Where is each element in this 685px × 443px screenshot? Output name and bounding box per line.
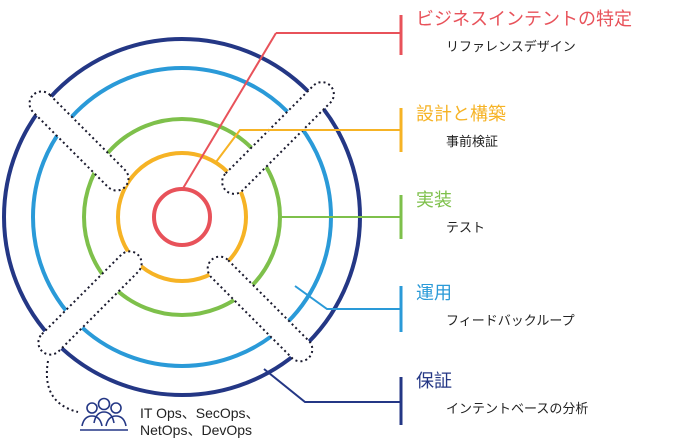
ring-design-build bbox=[116, 151, 248, 283]
dotted-bar-top-right bbox=[221, 81, 335, 195]
stage-subtitle-feedback-loop: フィードバックループ bbox=[446, 314, 575, 329]
stage-subtitle-pre-validation: 事前検証 bbox=[446, 135, 499, 150]
stage-subtitle-intent-analytics: インテントベースの分析 bbox=[446, 402, 589, 417]
dotted-connector-teams bbox=[45, 360, 79, 413]
stage-title-business-intent: ビジネスインテントの特定 bbox=[416, 9, 632, 30]
stage-title-operation: 運用 bbox=[416, 283, 452, 304]
stage-subtitle-reference-design: リファレンスデザイン bbox=[446, 40, 576, 55]
teams-label-line2: NetOps、DevOps bbox=[140, 422, 253, 438]
connector-business-intent bbox=[181, 15, 403, 191]
connector-assurance bbox=[263, 368, 403, 425]
dotted-bar-top-left bbox=[28, 90, 130, 192]
teams-label-line1: IT Ops、SecOps、 bbox=[140, 405, 260, 421]
stage-subtitle-test: テスト bbox=[446, 221, 486, 236]
stage-title-design-build: 設計と構築 bbox=[416, 104, 506, 125]
stage-title-implementation: 実装 bbox=[416, 190, 452, 211]
dotted-bar-bottom-right bbox=[206, 255, 314, 363]
connector-operation bbox=[294, 285, 403, 332]
stage-title-assurance: 保証 bbox=[416, 371, 452, 392]
ring-business-intent bbox=[152, 187, 212, 247]
connector-design-build bbox=[215, 108, 403, 163]
dotted-bar-bottom-left bbox=[37, 250, 143, 356]
teams-label: IT Ops、SecOps、 NetOps、DevOps bbox=[140, 405, 260, 439]
people-group-icon bbox=[80, 397, 128, 431]
dotted-bars bbox=[28, 81, 335, 363]
connector-implementation bbox=[279, 195, 403, 239]
